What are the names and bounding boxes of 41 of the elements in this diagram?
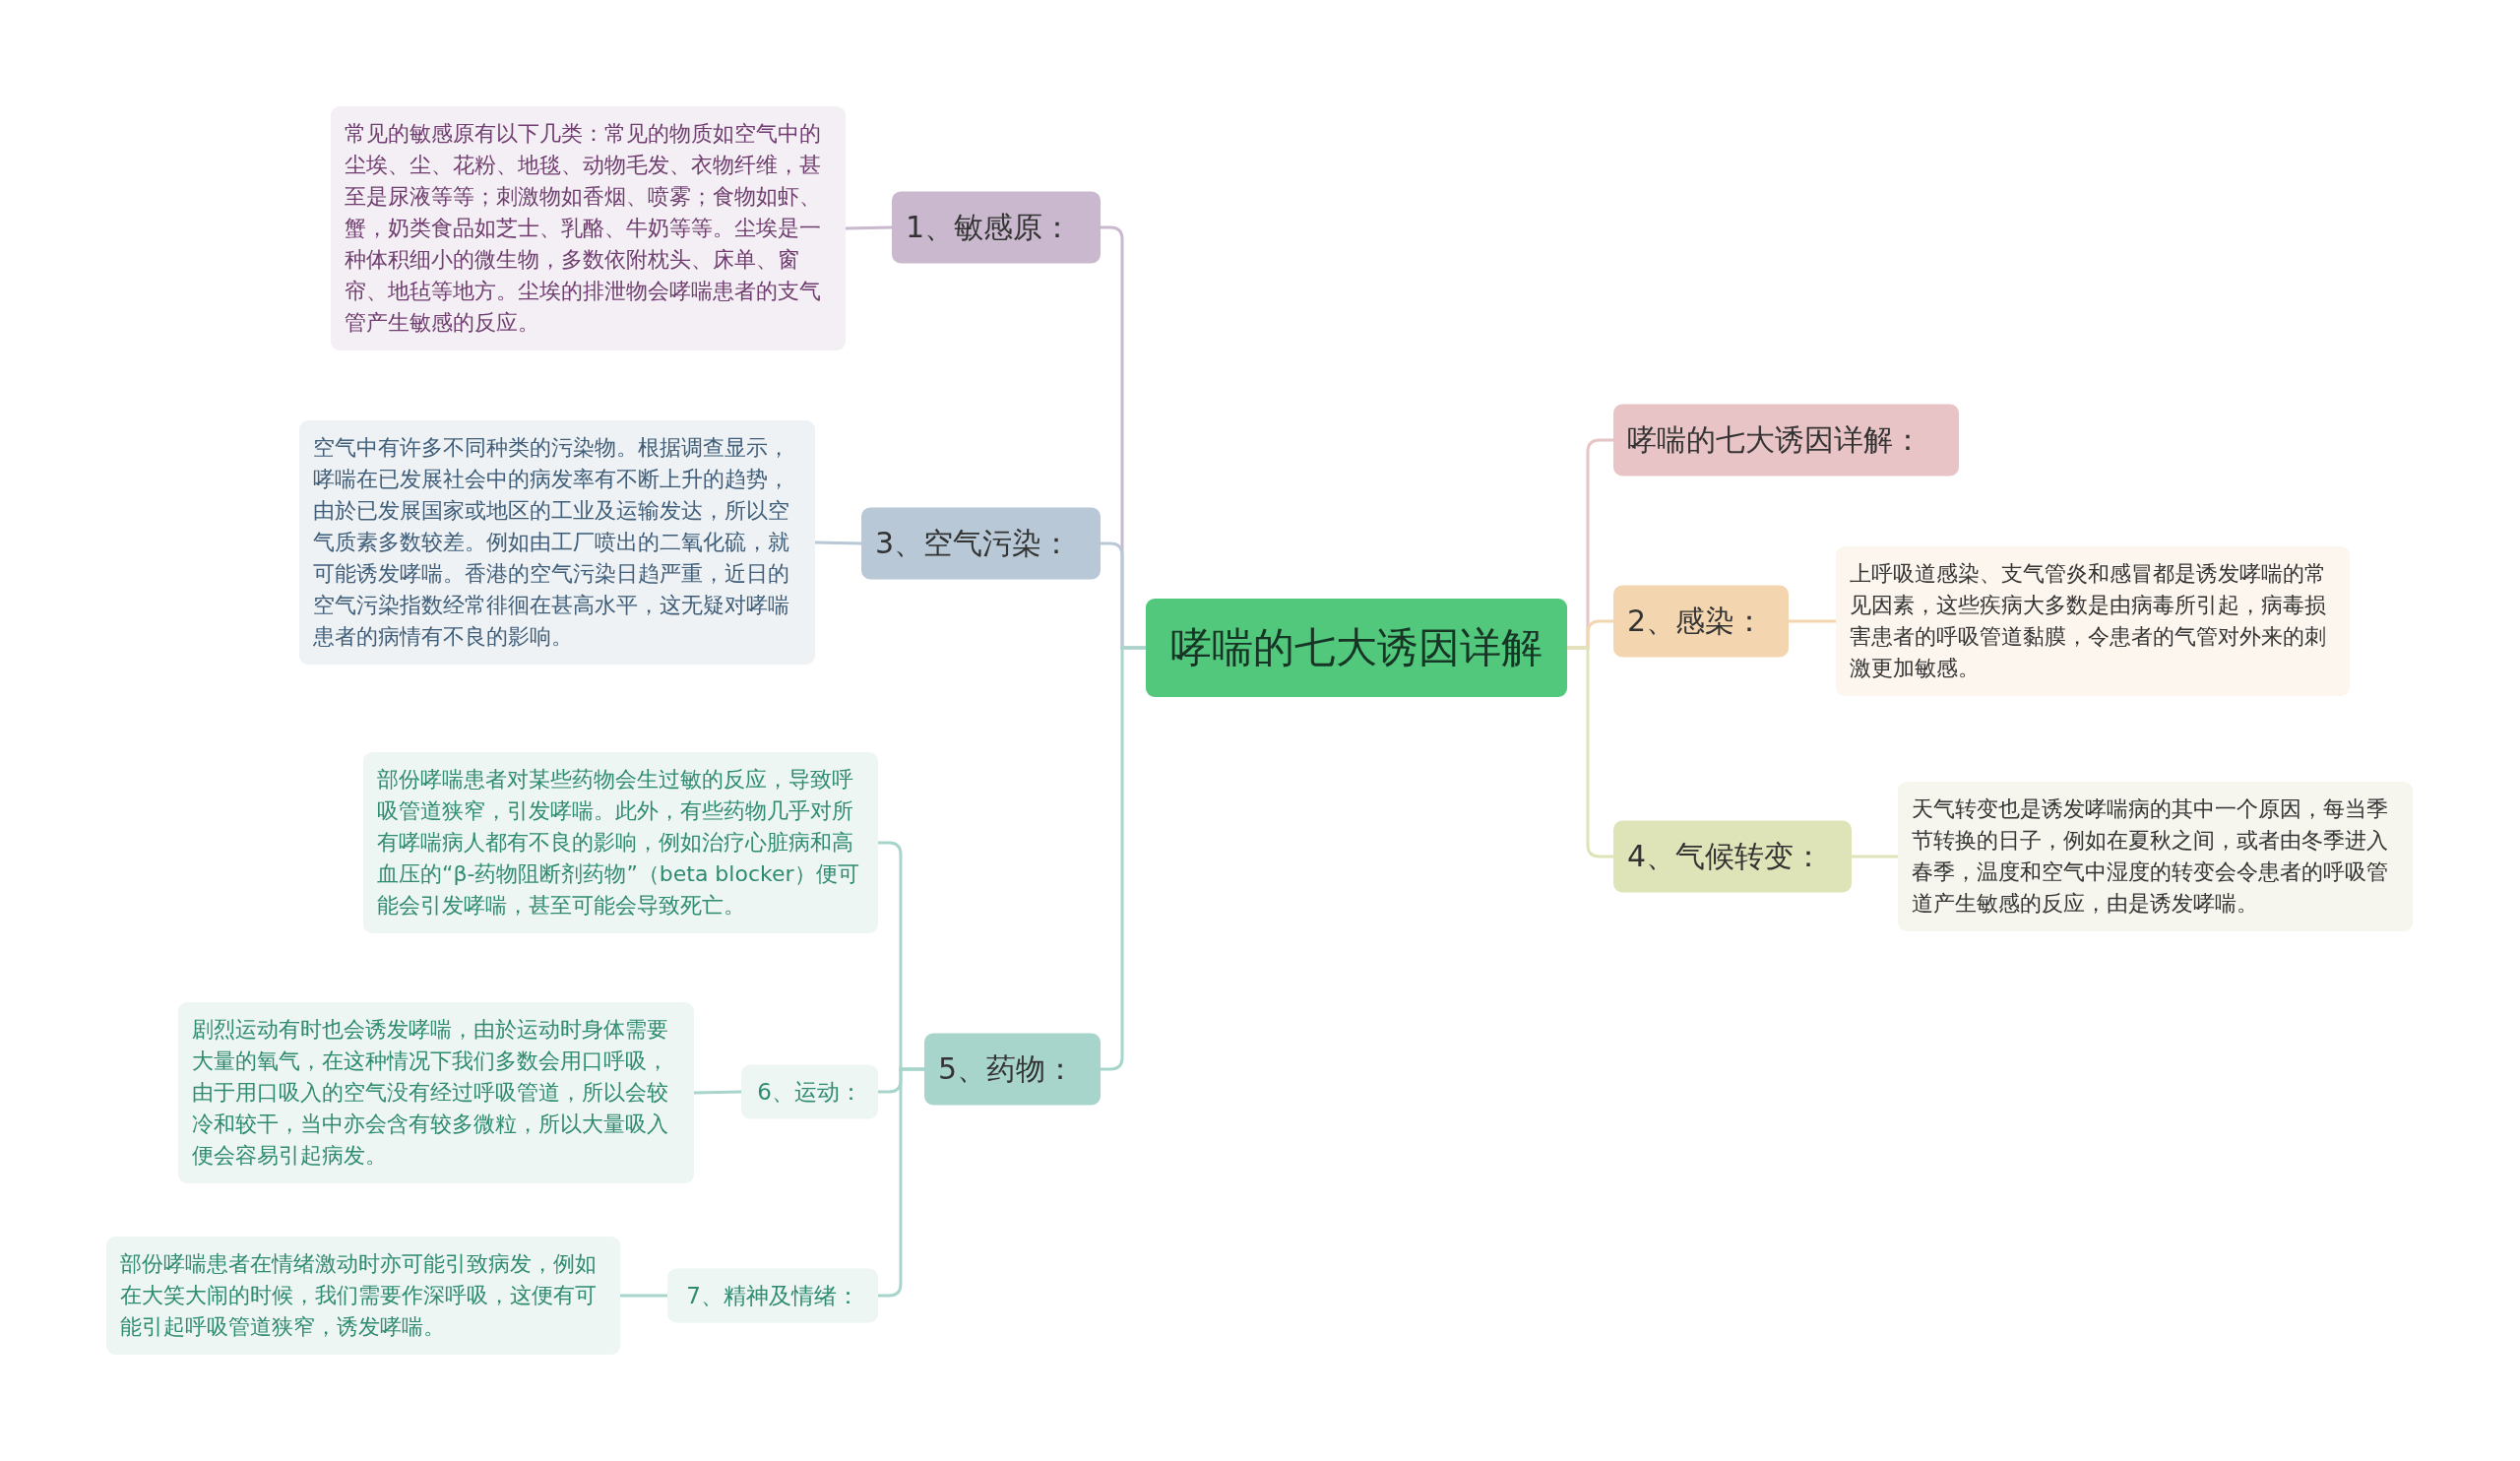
note-text: 空气中有许多不同种类的污染物。根据调查显示，哮喘在已发展社会中的病发率有不断上升的趋势，由於已发展国家或地区的工业及运输发达，所以空气质素多数较差。例如由工厂喷出的二氧化硫，就可能诱发哮喘。香港的空气污染日趋严重，近日的空气污染指数经常徘徊在甚高水平，这无疑对哮喘患者的病情有不良的影响。 (313, 434, 790, 651)
topic-box (924, 1033, 1101, 1106)
topic-box (1613, 404, 1959, 476)
note-box (299, 420, 815, 665)
connector-line (1852, 855, 1898, 858)
subtopic-box (667, 1268, 878, 1323)
note-box (363, 752, 878, 933)
subtopic-text: 6、运动： (756, 1077, 863, 1107)
connector-line (814, 540, 862, 545)
central-topic-box (1146, 599, 1567, 697)
topic-box (861, 507, 1101, 580)
connector-line (1567, 646, 1613, 858)
central-topic-text: 哮喘的七大诱因详解 (1169, 622, 1544, 673)
note-text: 天气转变也是诱发哮喘病的其中一个原因，每当季节转换的日子，例如在夏秋之间，或者由冬季进入春季，温度和空气中湿度的转变会令患者的呼吸管道产生敏感的反应，由是诱发哮喘。 (1912, 795, 2389, 918)
note-box (106, 1237, 620, 1355)
note-text: 剧烈运动有时也会诱发哮喘，由於运动时身体需要大量的氧气，在这种情况下我们多数会用口呼吸，由于用口吸入的空气没有经过呼吸管道，所以会较冷和较干，当中亦会含有较多微粒，所以大量吸入便会容易引起病发。 (192, 1016, 669, 1170)
topic-box (892, 191, 1101, 264)
topic-text: 1、敏感原： (906, 208, 1074, 246)
subtopic-text: 7、精神及情绪： (685, 1281, 860, 1310)
note-text: 上呼吸道感染、支气管炎和感冒都是诱发哮喘的常见因素，这些疾病大多数是由病毒所引起，病毒损害患者的呼吸管道黏膜，令患者的气管对外来的刺激更加敏感。 (1850, 560, 2327, 682)
note-box (1836, 546, 2350, 696)
note-box (1898, 782, 2413, 931)
connector-line (878, 1067, 924, 1298)
subtopic-box (741, 1064, 878, 1119)
connector-line (1101, 646, 1146, 1071)
note-text: 部份哮喘患者在情绪激动时亦可能引致病发，例如在大笑大闹的时候，我们需要作深呼吸，这便有可能引起呼吸管道狭窄，诱发哮喘。 (120, 1250, 598, 1341)
note-box (178, 1002, 694, 1183)
topic-text: 3、空气污染： (875, 524, 1073, 562)
note-text: 常见的敏感原有以下几类：常见的物质如空气中的尘埃、尘、花粉、地毯、动物毛发、衣物纤维，甚至是尿液等等；刺激物如香烟、喷雾；食物如虾、蟹，奶类食品如芝士、乳酪、牛奶等等。尘埃是一种体积细小的微生物，多数依附枕头、床单、窗帘、地毡等地方。尘埃的排泄物会哮喘患者的支气管产生敏感的反应。 (345, 120, 822, 337)
connector-line (845, 225, 893, 230)
connector-line (693, 1090, 742, 1095)
note-text: 部份哮喘患者对某些药物会生过敏的反应，导致呼吸管道狭窄，引发哮喘。此外，有些药物几乎对所有哮喘病人都有不良的影响，例如治疗心脏病和高血压的“β-药物阻断剂药物”（beta blocker）便可能会引发哮喘，甚至可能会导致死亡。 (377, 766, 860, 920)
topic-box (1613, 585, 1789, 658)
connector-line (1789, 619, 1836, 623)
topic-text: 5、药物： (938, 1049, 1077, 1088)
note-box (331, 106, 846, 350)
topic-text: 哮喘的七大诱因详解： (1627, 420, 1923, 459)
topic-text: 2、感染： (1627, 602, 1766, 640)
topic-box (1613, 820, 1852, 893)
topic-text: 4、气候转变： (1627, 837, 1825, 875)
connector-line (620, 1294, 667, 1298)
